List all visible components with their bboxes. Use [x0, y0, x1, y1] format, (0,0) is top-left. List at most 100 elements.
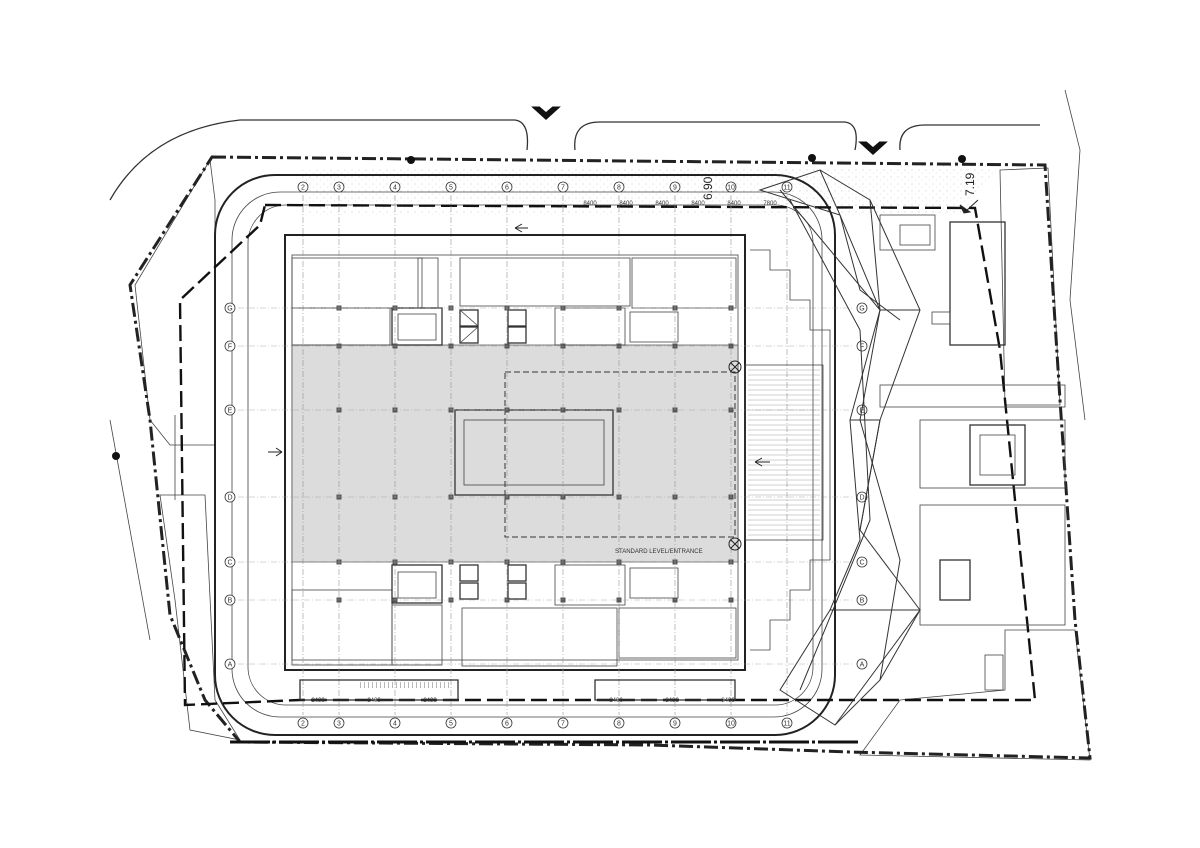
svg-text:4: 4 — [393, 185, 397, 192]
grid-col-5: 5 — [445, 717, 457, 729]
grid-row-E: E — [224, 404, 236, 416]
grid-col-5: 5 — [445, 181, 457, 193]
building-footprint — [284, 234, 746, 671]
elevation-northeast: 7.19 — [963, 172, 977, 196]
grid-col-6: 6 — [501, 181, 513, 193]
entrance-arrows — [112, 106, 966, 460]
grid-col-7: 7 — [557, 181, 569, 193]
svg-text:B: B — [860, 598, 865, 605]
svg-text:6: 6 — [505, 185, 509, 192]
south-strip — [230, 679, 860, 744]
svg-text:10: 10 — [727, 721, 735, 728]
dimension-label: 8400 — [691, 201, 705, 207]
svg-text:11: 11 — [783, 721, 790, 728]
grid-col-3: 3 — [333, 181, 345, 193]
grid-row-C: C — [856, 556, 868, 568]
svg-text:A: A — [228, 662, 233, 669]
grid-row-B: B — [224, 594, 236, 606]
grid-row-F: F — [856, 340, 868, 352]
svg-text:E: E — [228, 408, 233, 415]
core-north — [391, 307, 679, 346]
column-x-marks — [728, 360, 742, 551]
grid-row-G: G — [224, 302, 236, 314]
dimension-label: 8400 — [619, 201, 633, 207]
svg-text:F: F — [228, 344, 232, 351]
grid-col-2: 2 — [297, 717, 309, 729]
grid-col-3: 3 — [333, 717, 345, 729]
grid-col-8: 8 — [613, 181, 625, 193]
svg-text:5: 5 — [449, 185, 453, 192]
svg-text:3: 3 — [337, 721, 341, 728]
svg-text:4: 4 — [393, 721, 397, 728]
elevation-north: 6.90 — [701, 176, 715, 200]
grid-row-markers: G G F F E E D D C C B B A A — [224, 302, 868, 670]
core-south — [391, 564, 679, 606]
svg-text:7: 7 — [561, 185, 565, 192]
svg-text:G: G — [227, 306, 232, 313]
svg-text:G: G — [859, 306, 864, 313]
grid-col-10: 10 — [725, 717, 737, 729]
svg-text:9: 9 — [673, 185, 677, 192]
flow-arrows — [268, 223, 770, 467]
svg-text:C: C — [227, 560, 232, 567]
dimension-label: 8400 — [311, 698, 325, 704]
central-note: STANDARD LEVEL/ENTRANCE — [615, 549, 703, 555]
grid-col-10: 10 — [725, 181, 737, 193]
grid-row-A: A — [224, 658, 236, 670]
grid-col-6: 6 — [501, 717, 513, 729]
svg-text:B: B — [228, 598, 233, 605]
dimension-label: 8400 — [609, 698, 623, 704]
grid-col-8: 8 — [613, 717, 625, 729]
svg-text:E: E — [860, 408, 865, 415]
site-boundary — [128, 155, 1092, 760]
dimension-label: 8400 — [655, 201, 669, 207]
svg-text:9: 9 — [673, 721, 677, 728]
dimension-label: 8400 — [665, 698, 679, 704]
grid-col-2: 2 — [297, 181, 309, 193]
east-annex — [879, 214, 1066, 691]
svg-text:A: A — [860, 662, 865, 669]
svg-text:10: 10 — [727, 185, 735, 192]
svg-text:8: 8 — [617, 185, 621, 192]
svg-text:C: C — [859, 560, 864, 567]
grid-col-7: 7 — [557, 717, 569, 729]
grid-row-F: F — [224, 340, 236, 352]
grid-col-11: 11 — [781, 717, 793, 729]
grid-row-A: A — [856, 658, 868, 670]
grid-row-D: D — [224, 491, 236, 503]
upper-floor-outline — [178, 203, 1037, 707]
svg-text:3: 3 — [337, 185, 341, 192]
east-entry-plaza — [744, 249, 831, 651]
dimension-label: 8400 — [721, 698, 735, 704]
grid-col-11: 11 — [781, 181, 793, 193]
svg-text:D: D — [859, 495, 864, 502]
grid-col-4: 4 — [389, 181, 401, 193]
elevation-arrow-icon — [959, 199, 979, 214]
svg-text:7: 7 — [561, 721, 565, 728]
dimension-label: 8400 — [727, 201, 741, 207]
svg-text:D: D — [227, 495, 232, 502]
canopy-structure — [758, 169, 921, 726]
svg-text:2: 2 — [301, 721, 305, 728]
dimension-label: 8400 — [583, 201, 597, 207]
grid-row-D: D — [856, 491, 868, 503]
svg-text:6: 6 — [505, 721, 509, 728]
svg-text:8: 8 — [617, 721, 621, 728]
dimension-label: 7800 — [763, 201, 777, 207]
grid-row-B: B — [856, 594, 868, 606]
grid-row-G: G — [856, 302, 868, 314]
svg-text:11: 11 — [783, 185, 790, 192]
grid-col-9: 9 — [669, 181, 681, 193]
svg-text:F: F — [860, 344, 864, 351]
grid-col-4: 4 — [389, 717, 401, 729]
svg-text:2: 2 — [301, 185, 305, 192]
grid-col-9: 9 — [669, 717, 681, 729]
grid-column-markers: 2 2 3 3 4 4 5 5 6 6 7 7 8 8 9 9 10 10 11 11 — [297, 181, 793, 729]
grid-row-C: C — [224, 556, 236, 568]
dimension-label: 8400 — [367, 698, 381, 704]
north-dimension-row: 8400 8400 8400 8400 8400 7800 — [583, 201, 777, 207]
dimension-label: 8400 — [423, 698, 437, 704]
south-dimension-row: 8400 8400 8400 8400 8400 8400 — [311, 698, 735, 704]
svg-text:5: 5 — [449, 721, 453, 728]
